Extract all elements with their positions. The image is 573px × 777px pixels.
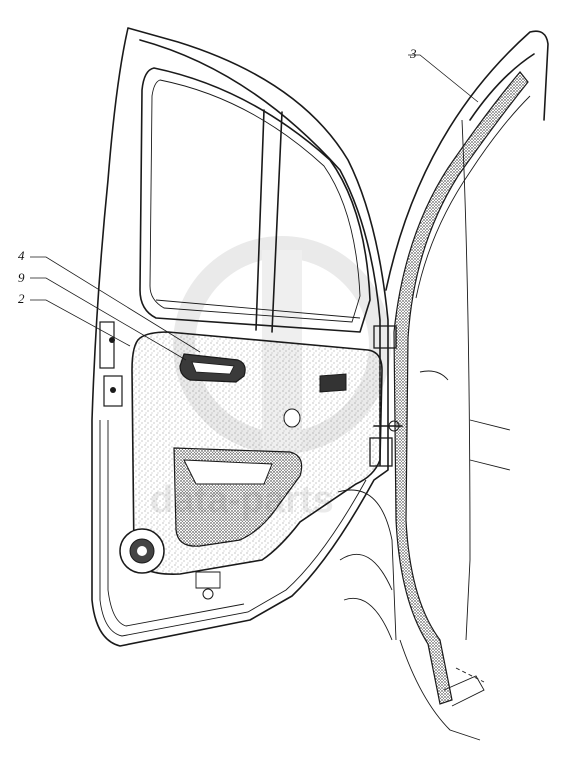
door-frame bbox=[91, 27, 389, 647]
door-latch bbox=[99, 321, 221, 600]
callout-leaders bbox=[30, 54, 479, 361]
callout-9: 9 bbox=[18, 270, 25, 285]
inner-door-handle bbox=[179, 353, 246, 383]
door-speaker bbox=[119, 528, 165, 574]
callout-2: 2 bbox=[18, 291, 25, 306]
callout-4: 4 bbox=[18, 248, 25, 263]
door-trim-panel bbox=[131, 331, 383, 575]
callout-3: 3 bbox=[409, 46, 417, 61]
body-door-opening bbox=[337, 30, 549, 741]
door-window bbox=[139, 67, 371, 333]
